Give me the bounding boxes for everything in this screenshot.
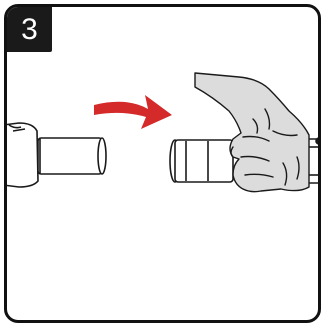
direction-arrow	[94, 95, 172, 129]
instruction-panel: 3	[4, 4, 321, 323]
step-number-badge: 3	[7, 7, 52, 52]
right-tube	[169, 137, 318, 184]
hand-illustration	[194, 72, 310, 193]
instruction-illustration	[7, 72, 318, 193]
left-tube	[7, 122, 107, 188]
